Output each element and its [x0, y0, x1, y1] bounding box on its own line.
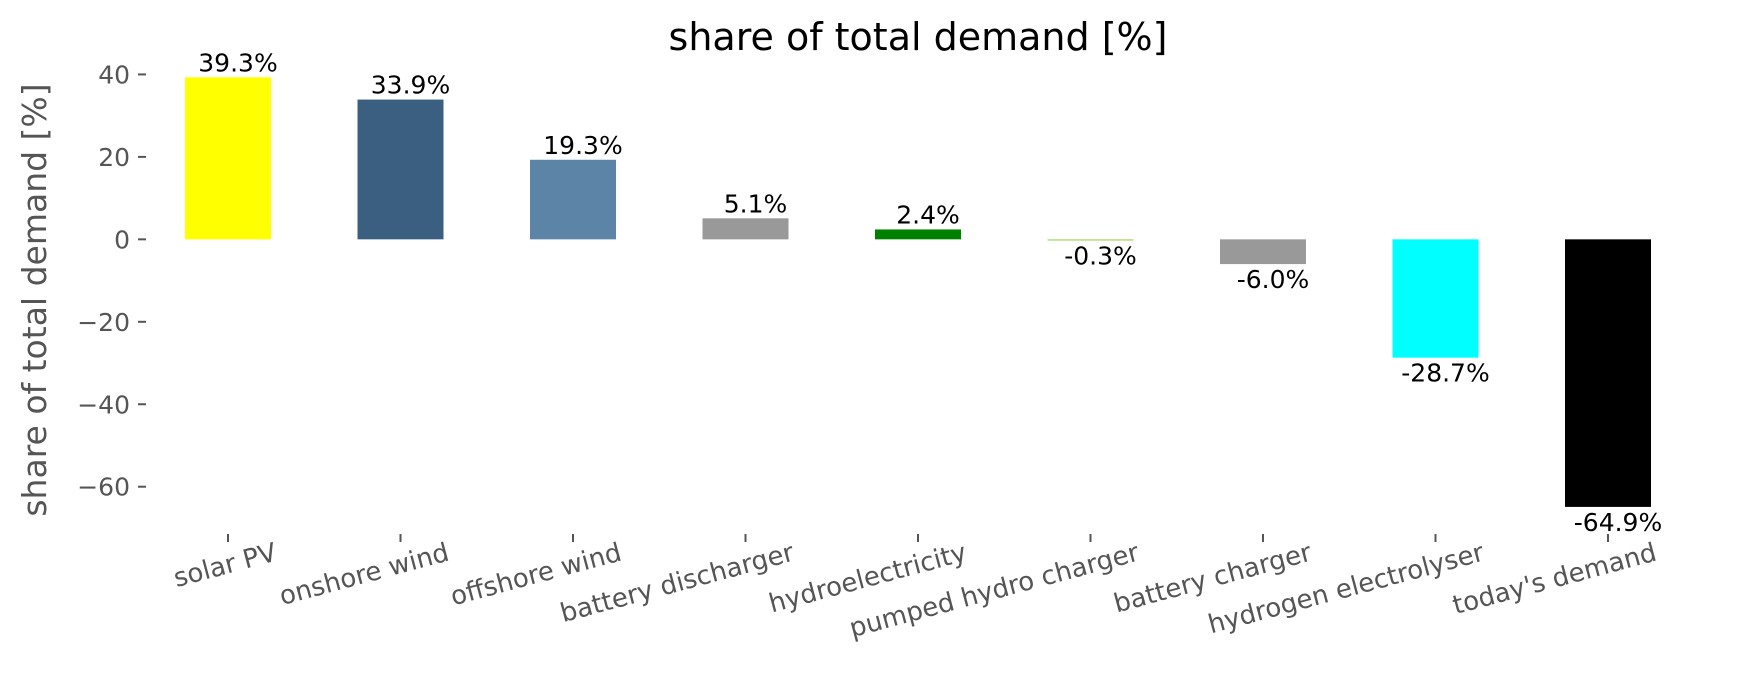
bar-pumped-hydro-charger: [1047, 239, 1134, 241]
data-label: 19.3%: [543, 131, 622, 160]
y-axis-label: share of total demand [%]: [15, 83, 54, 516]
bar-hydrogen-electrolyser: [1392, 239, 1479, 358]
y-axis: 40 20 0 −20 −40 −60: [77, 60, 146, 502]
data-label: -6.0%: [1237, 265, 1310, 294]
bars-group: [185, 77, 1651, 507]
data-label: -28.7%: [1401, 359, 1489, 388]
data-label: 33.9%: [371, 71, 450, 100]
bar-offshore-wind: [530, 159, 616, 240]
chart-title: share of total demand [%]: [669, 15, 1168, 59]
y-tick-label: −40: [77, 390, 130, 419]
bar-onshore-wind: [357, 99, 444, 240]
y-tick-label: −20: [77, 308, 130, 337]
y-tick-label: 0: [114, 225, 130, 254]
y-tick-label: −60: [77, 473, 130, 502]
bar-battery-charger: [1220, 239, 1306, 265]
data-label: -64.9%: [1574, 508, 1662, 537]
data-label: -0.3%: [1064, 242, 1137, 271]
bar-today-s-demand: [1565, 239, 1651, 507]
y-tick-label: 20: [98, 143, 130, 172]
x-tick-label: pumped hydro charger: [846, 538, 1142, 644]
bar-solar-pv: [185, 77, 271, 240]
bar-battery-discharger: [702, 218, 789, 240]
x-tick-label: solar PV: [171, 538, 280, 594]
bar-hydroelectricity: [875, 229, 961, 240]
data-label: 2.4%: [896, 200, 960, 229]
x-tick-label: onshore wind: [276, 538, 452, 612]
y-tick-label: 40: [98, 60, 130, 89]
data-labels-group: 39.3% 33.9% 19.3% 5.1% 2.4% -0.3% -6.0% -28.7% -…: [198, 48, 1662, 537]
data-label: 39.3%: [198, 48, 277, 77]
data-label: 5.1%: [724, 189, 788, 218]
